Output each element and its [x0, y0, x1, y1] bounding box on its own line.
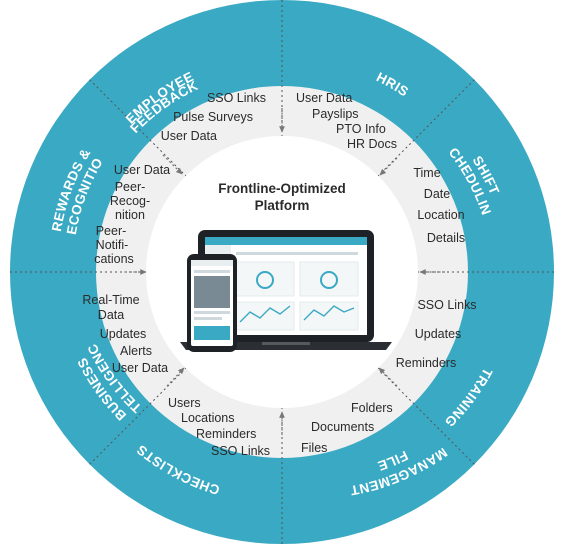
list-item: SSO Links: [211, 444, 270, 458]
list-item: Peer-: [115, 180, 146, 194]
list-item: Location: [417, 208, 464, 222]
list-item: cations: [94, 252, 134, 266]
items-training: SSO Links Updates Reminders: [396, 298, 477, 370]
list-item: Reminders: [396, 356, 456, 370]
phone-icon: [187, 254, 237, 352]
list-item: User Data: [161, 129, 217, 143]
list-item: Payslips: [312, 107, 359, 121]
flow-arrows: [120, 108, 445, 435]
list-item: Details: [427, 231, 465, 245]
devices-illustration: [180, 230, 392, 352]
list-item: Updates: [415, 327, 462, 341]
list-item: nition: [115, 208, 145, 222]
items-hris: User Data Payslips PTO Info HR Docs: [296, 91, 397, 151]
list-item: Updates: [100, 327, 147, 341]
items-employee-feedback: SSO Links Pulse Surveys User Data: [161, 91, 266, 143]
list-item: PTO Info: [336, 122, 386, 136]
items-checklists: Users Locations Reminders SSO Links: [168, 396, 270, 458]
list-item: Files: [301, 441, 327, 455]
list-item: Time: [413, 166, 440, 180]
list-item: Real-Time: [82, 293, 139, 307]
items-rewards-recognition: User Data Peer- Recog- nition Peer- Noti…: [94, 163, 170, 266]
center-title: Frontline-Optimized: [218, 181, 346, 196]
list-item: Recog-: [110, 194, 150, 208]
list-item: Alerts: [120, 344, 152, 358]
list-item: Date: [424, 187, 450, 201]
list-item: Data: [98, 308, 124, 322]
list-item: Notifi-: [96, 238, 129, 252]
list-item: Reminders: [196, 427, 256, 441]
list-item: Documents: [311, 420, 374, 434]
center-subtitle: Platform: [255, 198, 310, 213]
items-file-management: Folders Documents Files: [301, 401, 393, 455]
list-item: SSO Links: [417, 298, 476, 312]
list-item: User Data: [112, 361, 168, 375]
list-item: Pulse Surveys: [173, 110, 253, 124]
list-item: HR Docs: [347, 137, 397, 151]
list-item: Peer-: [96, 224, 127, 238]
items-business-intelligence: Real-Time Data Updates Alerts User Data: [82, 293, 168, 375]
list-item: Users: [168, 396, 201, 410]
list-item: SSO Links: [207, 91, 266, 105]
items-shift-scheduling: Time Date Location Details: [413, 166, 465, 245]
list-item: User Data: [296, 91, 352, 105]
list-item: User Data: [114, 163, 170, 177]
laptop-icon: [180, 230, 392, 350]
list-item: Locations: [181, 411, 235, 425]
list-item: Folders: [351, 401, 393, 415]
